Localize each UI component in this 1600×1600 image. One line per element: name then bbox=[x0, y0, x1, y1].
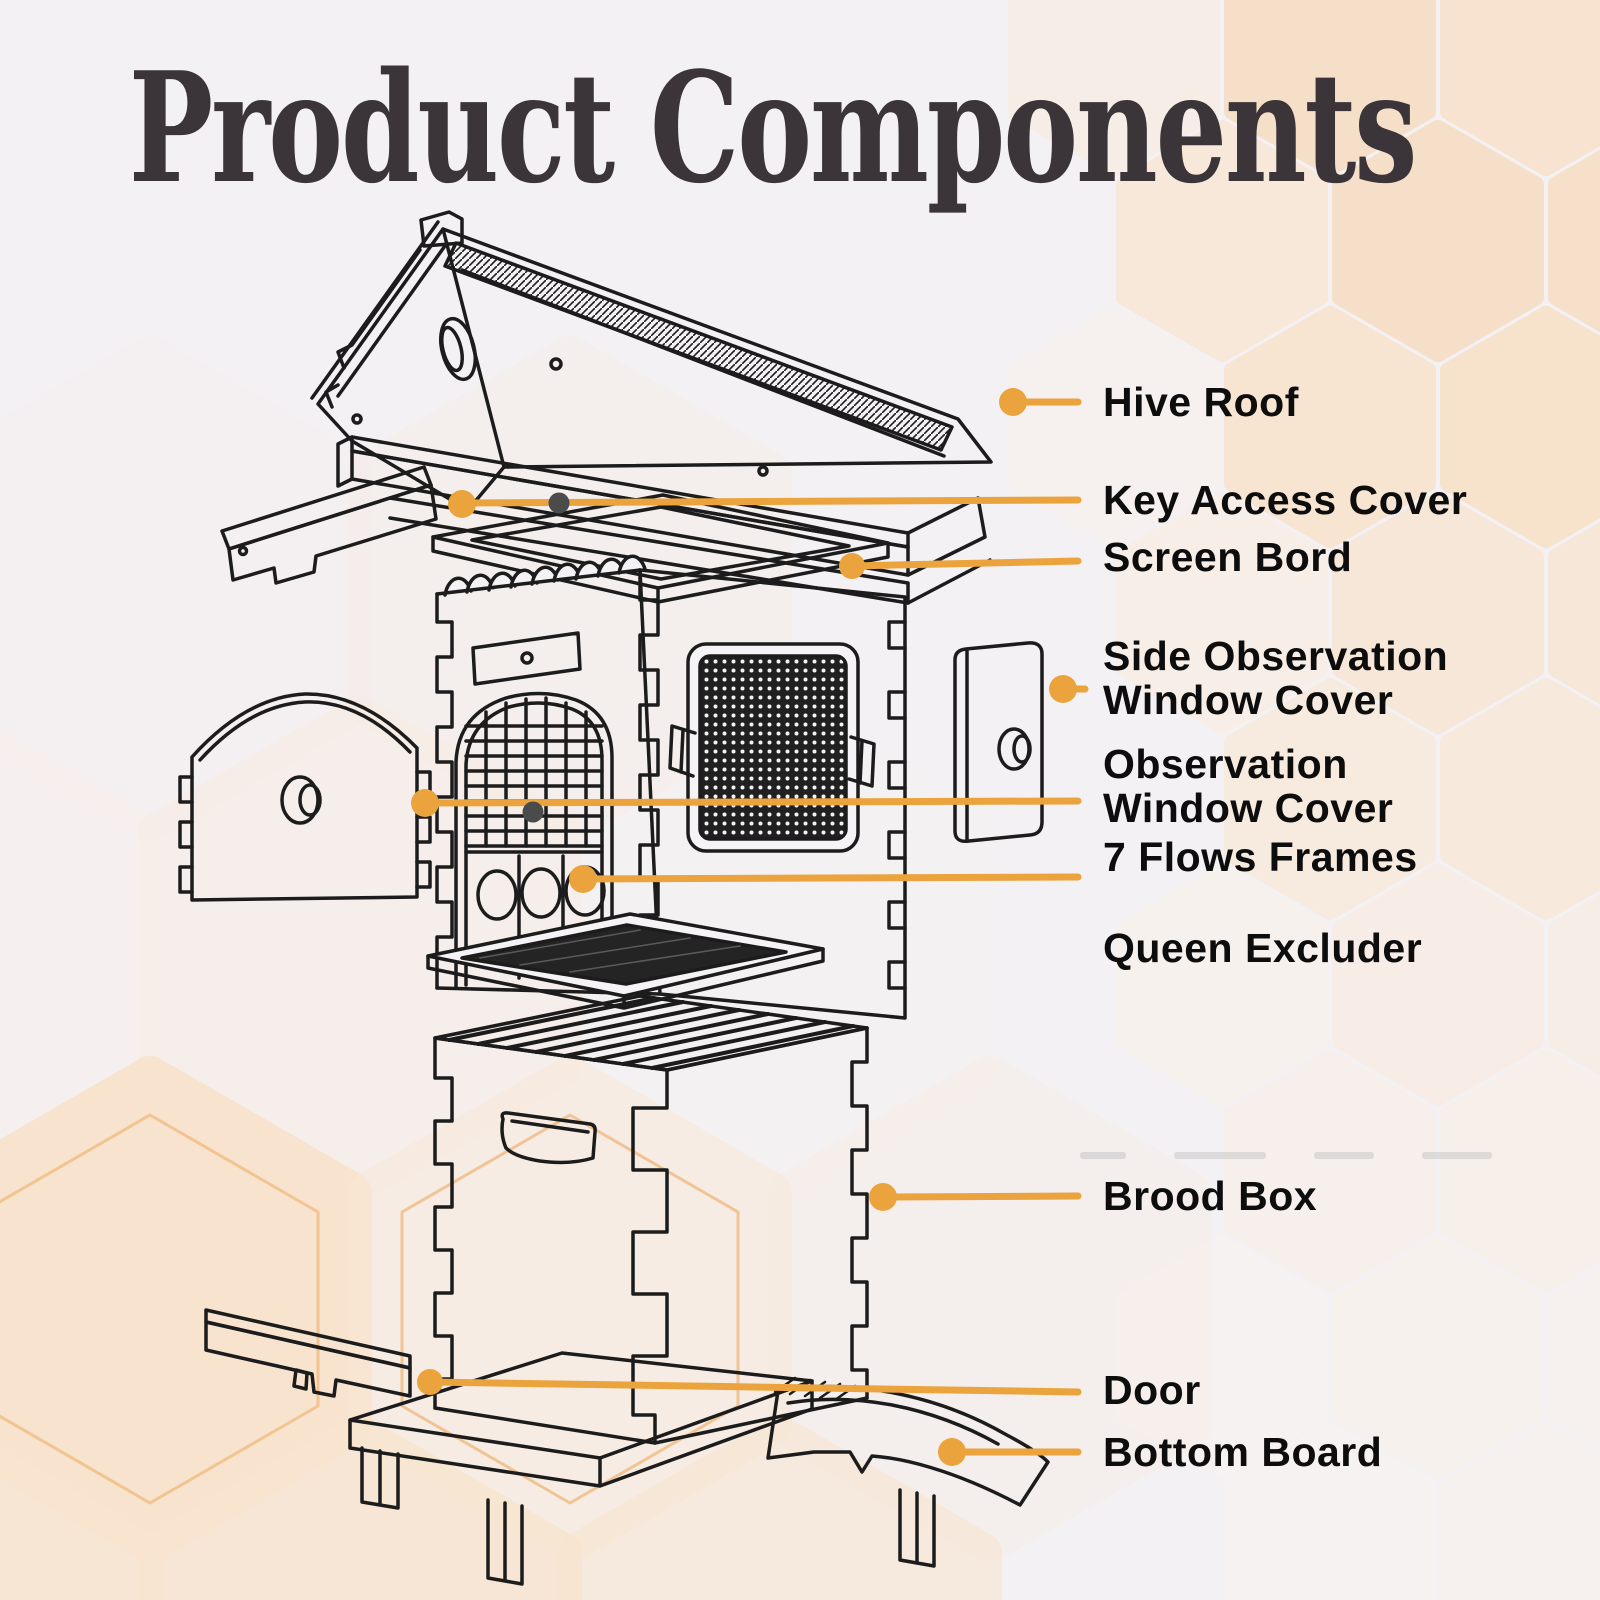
dot-hive-roof bbox=[999, 388, 1027, 416]
dot-bottom-board bbox=[938, 1438, 966, 1466]
side-observation-window-cover-drawing bbox=[953, 641, 1044, 844]
page-title: Product Components bbox=[128, 38, 1418, 217]
label-screen-bord: Screen Bord bbox=[1103, 534, 1353, 580]
dot-observation-window-cover bbox=[411, 789, 439, 817]
label-hive-roof: Hive Roof bbox=[1103, 379, 1299, 425]
dot-key-access-cover bbox=[448, 490, 476, 518]
erased-label-artifact bbox=[1080, 1152, 1492, 1159]
label-brood-box: Brood Box bbox=[1103, 1173, 1318, 1219]
dot-flows-frames bbox=[569, 865, 597, 893]
label-door: Door bbox=[1103, 1367, 1201, 1413]
leader-door bbox=[426, 1378, 1082, 1396]
label-bottom-board: Bottom Board bbox=[1103, 1429, 1383, 1475]
dark-dot-key-access bbox=[548, 492, 570, 514]
dot-side-observation-window-cover bbox=[1049, 675, 1077, 703]
label-queen-excluder: Queen Excluder bbox=[1103, 925, 1423, 971]
observation-window-cover-drawing bbox=[178, 692, 432, 902]
dot-screen-bord bbox=[839, 553, 865, 579]
key-access-cover-drawing bbox=[220, 465, 438, 585]
leader-flows-frames bbox=[579, 873, 1082, 883]
label-observation-window-cover: Observation Window Cover bbox=[1103, 741, 1394, 831]
dot-door bbox=[417, 1369, 443, 1395]
label-key-access-cover: Key Access Cover bbox=[1103, 477, 1468, 523]
leader-screen-bord bbox=[848, 557, 1082, 570]
label-side-observation-window-cover: Side Observation Window Cover bbox=[1103, 633, 1449, 723]
brood-box-drawing bbox=[433, 994, 869, 1445]
label-flows-frames: 7 Flows Frames bbox=[1103, 834, 1418, 880]
door-drawing bbox=[204, 1308, 412, 1398]
dark-dot-observation bbox=[522, 801, 544, 823]
leader-dots bbox=[411, 388, 1077, 1466]
dot-brood-box bbox=[869, 1183, 897, 1211]
leader-observation-window-cover bbox=[421, 797, 1082, 807]
leader-brood-box bbox=[879, 1192, 1082, 1201]
